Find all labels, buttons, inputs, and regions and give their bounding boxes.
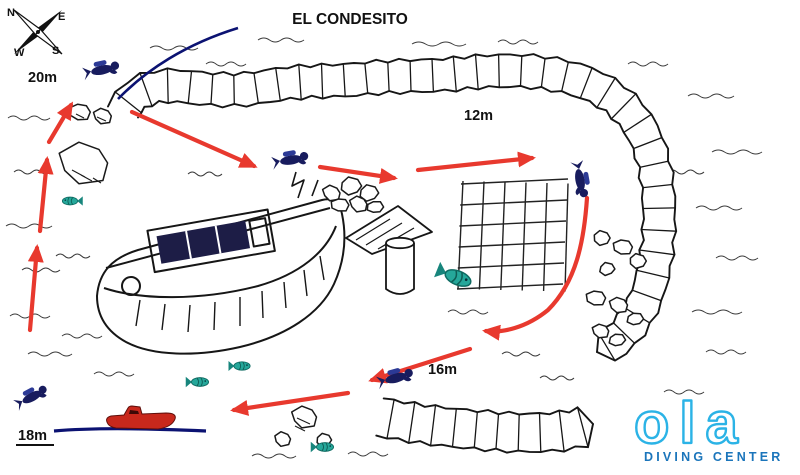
rescue-boat [106, 405, 176, 430]
seabed-line [53, 427, 207, 433]
fish-icon [228, 360, 251, 372]
compass-point-sw [14, 29, 41, 54]
rocks [58, 103, 648, 448]
net-grid [456, 178, 569, 292]
wreck-deck-line [103, 225, 337, 299]
depth-label-18m: 18m [18, 428, 47, 444]
route-arrow [368, 346, 473, 384]
diver-icon [570, 159, 593, 199]
dive-route [27, 101, 590, 416]
compass-s: S [52, 45, 59, 57]
fish-icon [185, 376, 210, 388]
debris-ramp [345, 205, 433, 255]
wreck-cabin [146, 208, 276, 274]
wreck-broken-stern [291, 171, 319, 199]
compass-point-ne [35, 10, 62, 35]
diver-icon [81, 57, 121, 81]
compass-center [36, 30, 40, 34]
route-arrow [482, 195, 590, 341]
diver-icon [11, 381, 50, 411]
compass-rose: N E W S [7, 7, 65, 59]
fish-icon [61, 195, 84, 207]
wreck-porthole [121, 276, 141, 296]
route-arrow [317, 164, 398, 184]
depth-label-12m: 12m [464, 108, 493, 124]
route-arrow [27, 244, 44, 333]
boat-window [129, 410, 139, 414]
debris-cylinder [385, 243, 415, 295]
buoy-line [117, 26, 239, 100]
boat-hull [106, 405, 176, 430]
wreck-debris [345, 205, 433, 295]
fish-icon [433, 261, 475, 292]
rock-hatching [71, 113, 311, 432]
route-arrow [37, 156, 54, 234]
fish-icon [310, 441, 335, 453]
compass-n: N [7, 7, 15, 19]
compass-w: W [14, 47, 25, 59]
depth-label-16m: 16m [428, 362, 457, 378]
diver-icon [270, 147, 310, 170]
reef-wall [107, 53, 678, 454]
route-arrow [129, 109, 258, 169]
depth-label-20m: 20m [28, 70, 57, 86]
route-arrow [46, 101, 74, 145]
logo-subtitle-text: DIVING CENTER [644, 450, 784, 464]
ola-logo: ola DIVING CENTER [633, 390, 784, 464]
logo-brand-text: ola [634, 391, 748, 456]
site-title: EL CONDESITO [292, 11, 408, 28]
route-arrow [230, 390, 351, 416]
compass-e: E [58, 11, 65, 23]
shipwreck [96, 171, 346, 355]
route-arrow [415, 151, 536, 173]
wreck-hull [96, 198, 346, 355]
wreck-hull-planks [135, 255, 325, 333]
debris-cylinder-top [385, 236, 415, 250]
